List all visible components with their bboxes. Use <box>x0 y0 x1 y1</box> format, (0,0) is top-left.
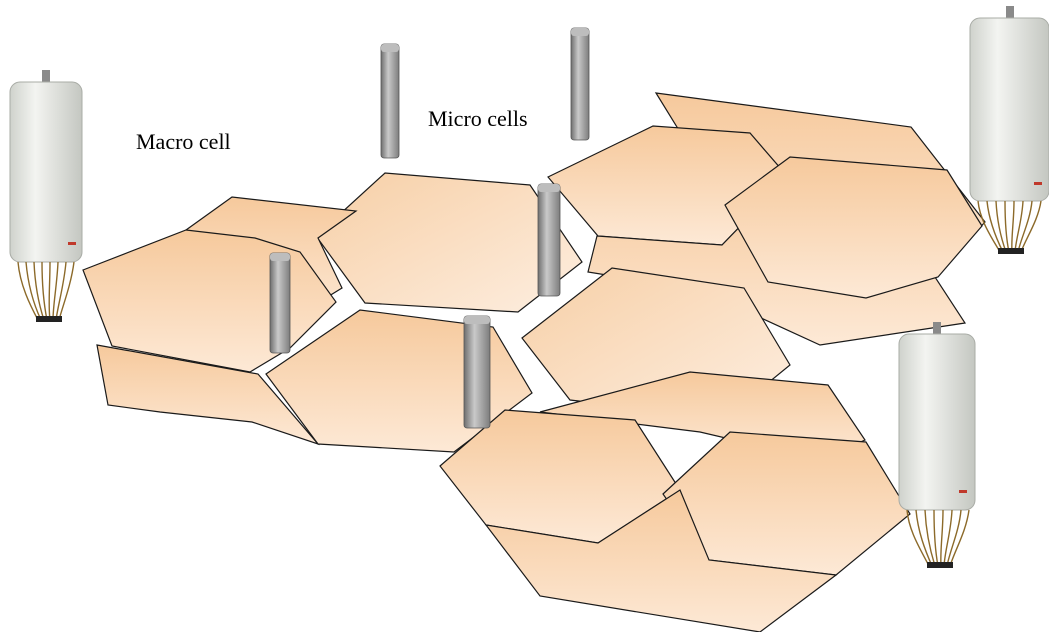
micro-antenna-icon <box>270 253 290 353</box>
macro-base-station-icon <box>10 70 82 322</box>
micro-cells-label: Micro cells <box>428 106 528 132</box>
micro-antenna-icon <box>464 316 490 428</box>
micro-antenna-icon <box>571 28 589 140</box>
micro-antenna-icon <box>381 44 399 158</box>
cell-group-bottom-right <box>440 372 910 632</box>
macro-base-station-icon <box>899 322 975 568</box>
macro-cell-label: Macro cell <box>136 129 231 155</box>
macro-base-station-icon <box>970 6 1049 254</box>
micro-antenna-icon <box>538 184 560 296</box>
